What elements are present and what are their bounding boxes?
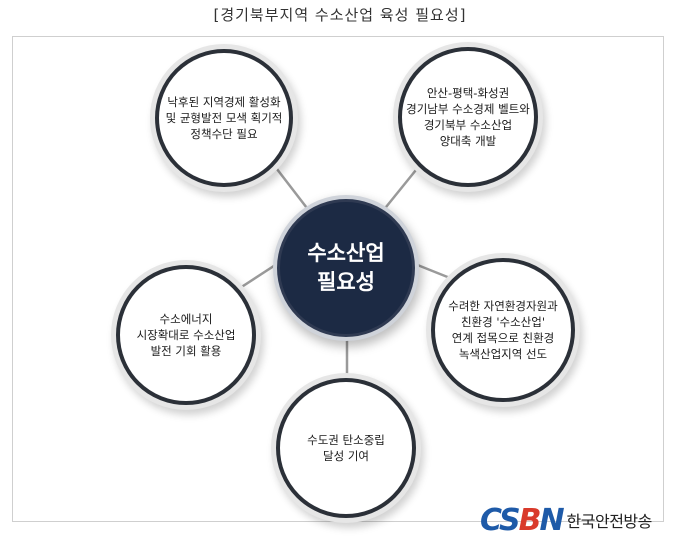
- connector-top-right: [381, 164, 421, 213]
- center-node: 수소산업 필요성: [277, 199, 415, 337]
- connector-left: [239, 258, 284, 290]
- node-market-expansion: 수소에너지 시장확대로 수소산업 발전 기회 활용: [116, 265, 256, 405]
- diagram-title: [경기북부지역 수소산업 육성 필요성]: [213, 6, 467, 24]
- node-regional-economy: 낙후된 지역경제 활성화 및 균형발전 모색 획기적 정책수단 필요: [155, 49, 293, 187]
- diagram-frame: [12, 36, 664, 522]
- node-green-industry-text: 수려한 자연환경자원과 친환경 '수소산업' 연계 접목으로 친환경 녹색산업지…: [448, 299, 558, 361]
- node-green-industry: 수려한 자연환경자원과 친환경 '수소산업' 연계 접목으로 친환경 녹색산업지…: [431, 258, 575, 402]
- connector-right: [409, 260, 451, 280]
- node-carbon-neutral-text: 수도권 탄소중립 달성 기여: [307, 433, 385, 463]
- node-market-expansion-text: 수소에너지 시장확대로 수소산업 발전 기회 활용: [136, 312, 236, 358]
- csbn-logo: CSBN 한국안전방송: [480, 502, 653, 538]
- csbn-logo-mark: CSBN: [480, 502, 565, 538]
- node-hydrogen-belt: 안산-평택-화성권 경기남부 수소경제 벨트와 경기북부 수소산업 양대축 개발: [398, 47, 538, 187]
- node-hydrogen-belt-text: 안산-평택-화성권 경기남부 수소경제 벨트와 경기북부 수소산업 양대축 개발: [406, 86, 530, 148]
- node-carbon-neutral: 수도권 탄소중립 달성 기여: [276, 378, 416, 518]
- center-node-text: 수소산업 필요성: [307, 241, 385, 294]
- node-regional-economy-text: 낙후된 지역경제 활성화 및 균형발전 모색 획기적 정책수단 필요: [165, 95, 283, 141]
- connector-top-left: [269, 159, 311, 213]
- csbn-logo-name: 한국안전방송: [566, 512, 653, 531]
